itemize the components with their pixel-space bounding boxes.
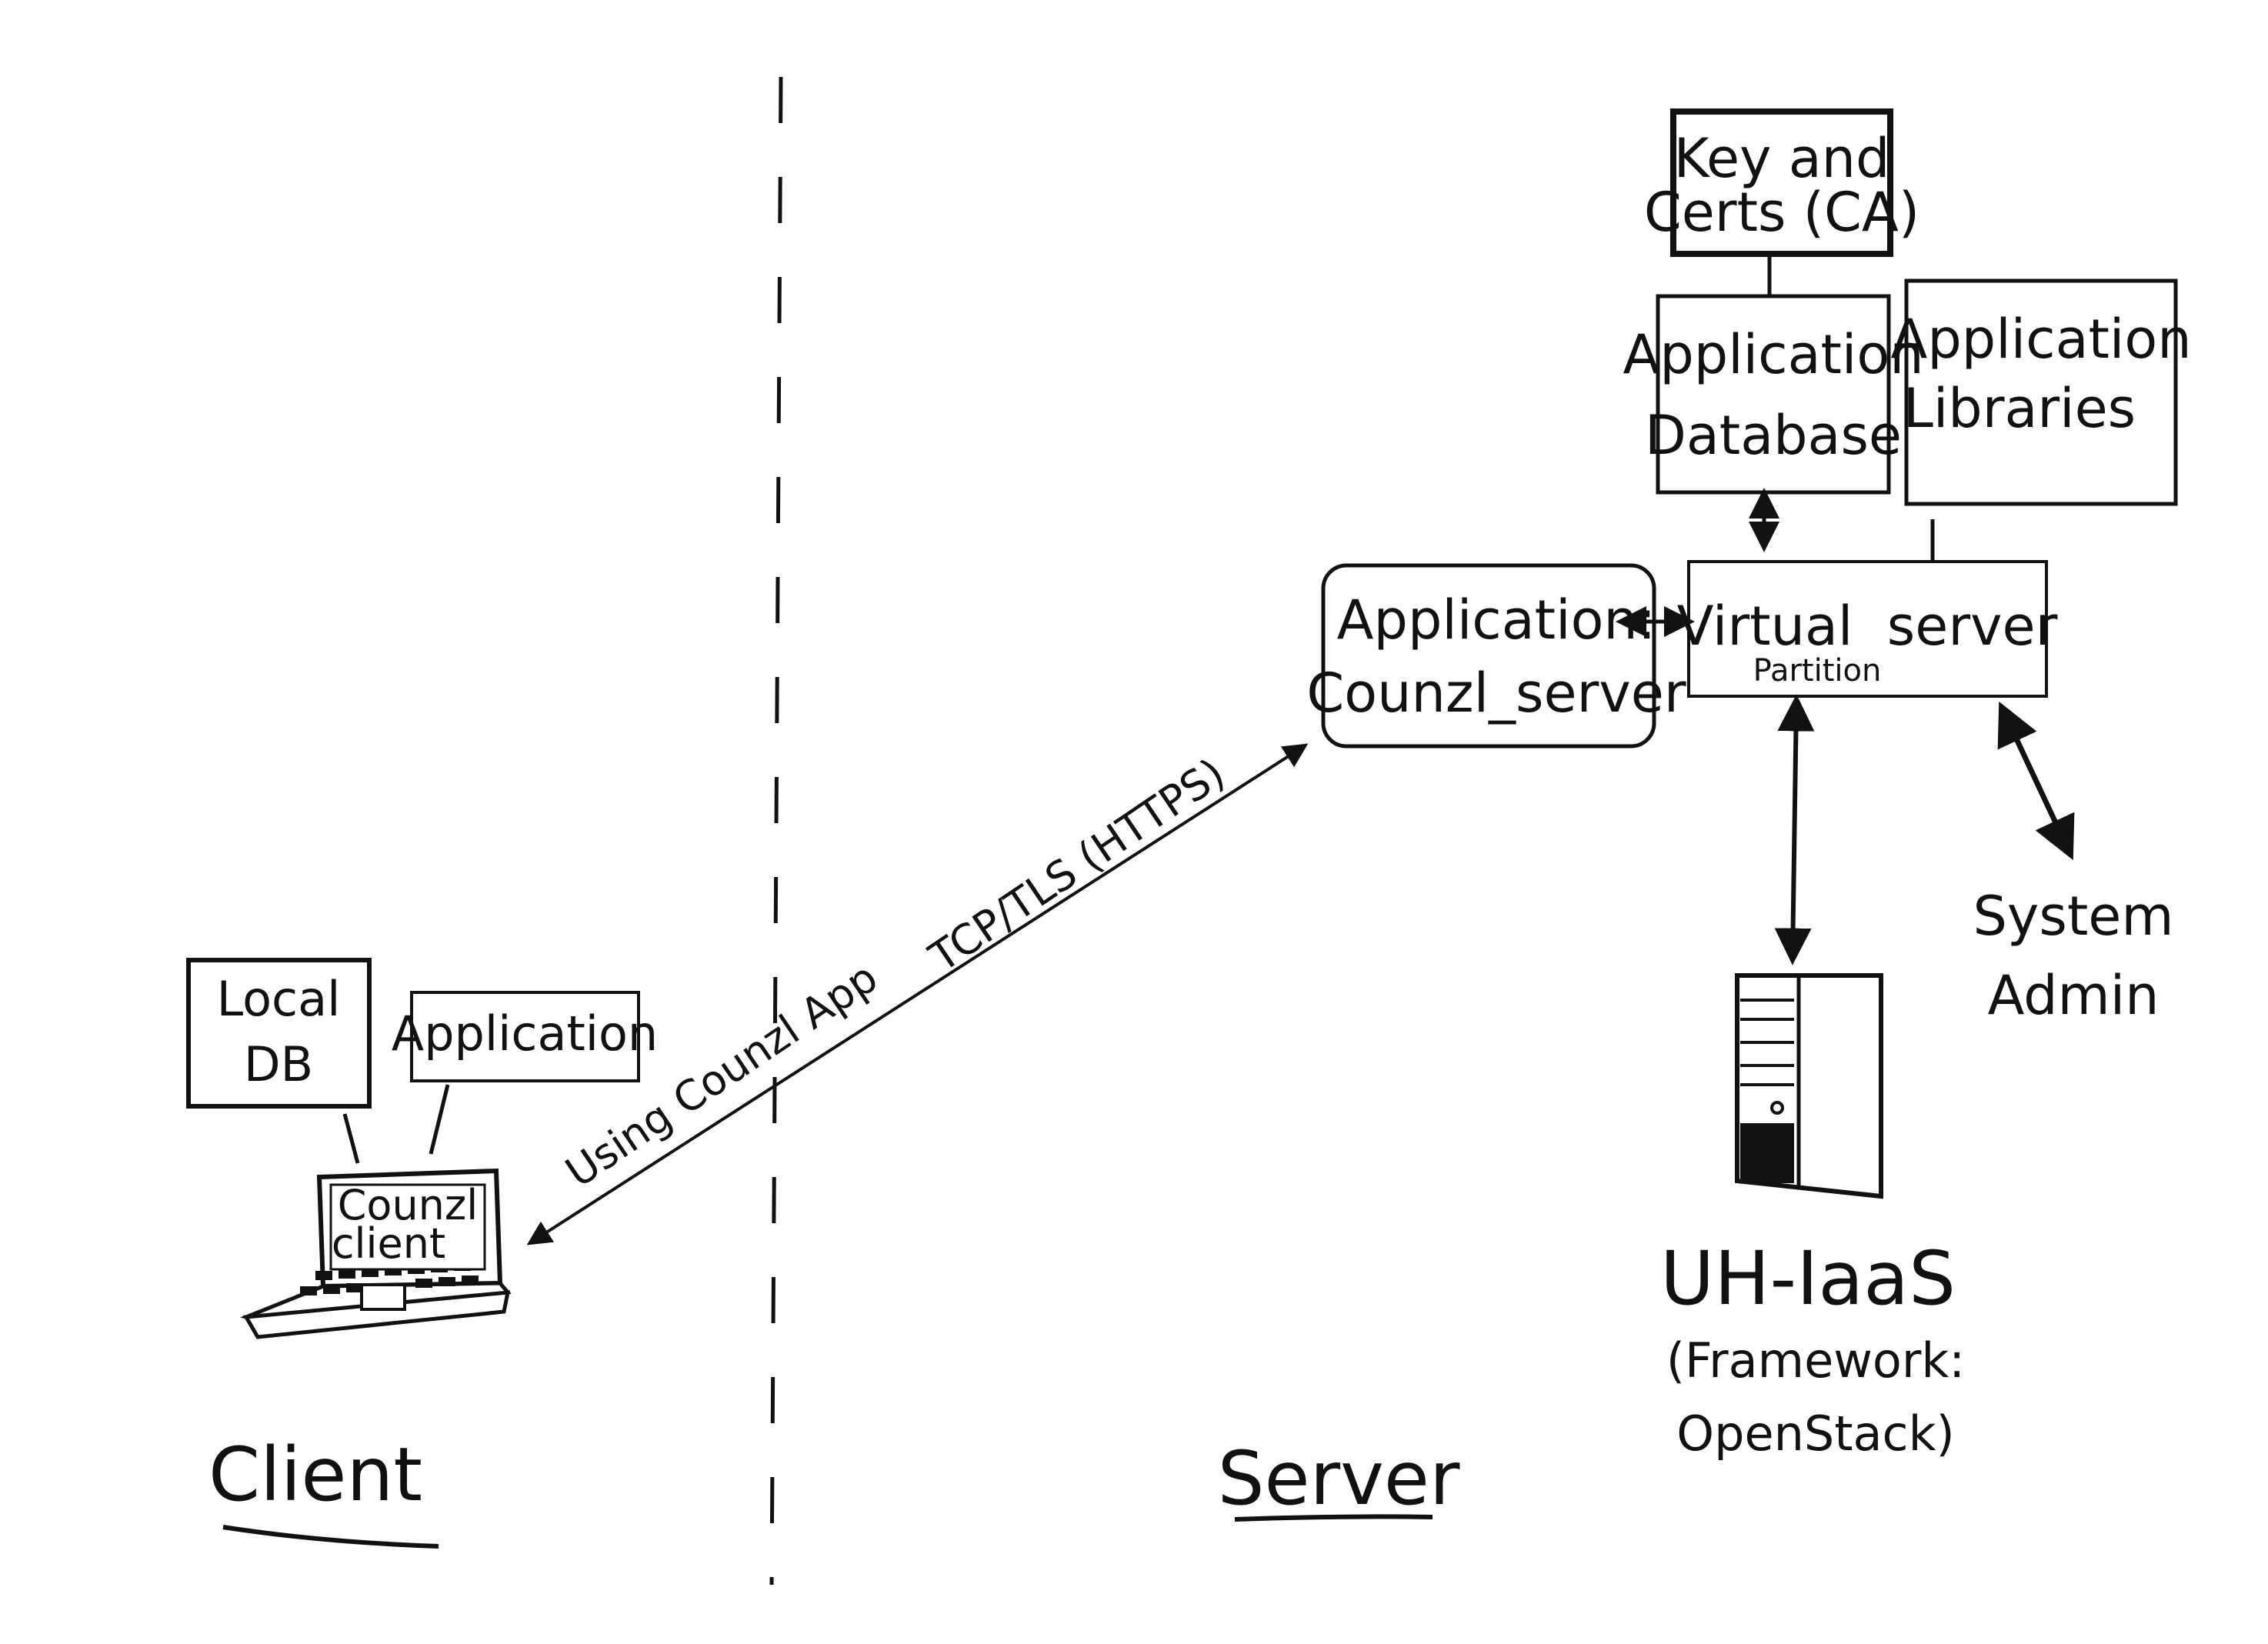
db-laptop-link xyxy=(342,1113,360,1164)
client-application-box: Application xyxy=(392,991,658,1082)
app-libraries-label-line2: Libraries xyxy=(1903,377,2136,440)
server-label-underline xyxy=(1234,1514,1433,1522)
server-tower-icon xyxy=(1735,973,1883,1199)
partition-label: Partition xyxy=(1753,653,1882,689)
app-database-label-line2: Database xyxy=(1645,404,1902,467)
client-label-underline xyxy=(222,1525,439,1549)
client-section-label: Client xyxy=(208,1432,422,1518)
client-server-divider xyxy=(769,76,783,1586)
system-admin-label-line1: System xyxy=(1973,885,2173,948)
system-admin-label-line2: Admin xyxy=(1987,964,2159,1027)
laptop-touchpad xyxy=(360,1283,406,1311)
iaas-framework-line1: (Framework: xyxy=(1666,1332,1965,1389)
server-section-label: Server xyxy=(1218,1436,1460,1522)
virtual-server-iaas-link xyxy=(1774,694,1815,965)
app-database-label-line1: Application xyxy=(1623,323,1923,386)
key-certs-label-line1: Key and xyxy=(1674,127,1890,190)
tower-vent-grille xyxy=(1740,1123,1794,1183)
application-database-box: Application Database xyxy=(1623,294,1924,495)
app-server-label-line2: Counzl_server xyxy=(1306,662,1686,725)
iaas-title: UH-IaaS xyxy=(1660,1236,1956,1322)
key-certs-label-line2: Certs (CA) xyxy=(1644,181,1919,244)
laptop-screen-label-line1: Counzl xyxy=(338,1181,479,1229)
drive-bays xyxy=(1740,999,1794,1086)
laptop-screen-label-line2: client xyxy=(332,1219,445,1268)
power-led xyxy=(1770,1101,1784,1115)
client-application-label: Application xyxy=(392,1005,658,1062)
local-db-label-line1: Local xyxy=(217,971,341,1027)
application-server-box: Application: Counzl_server xyxy=(1306,563,1686,749)
key-certs-box: Key and Certs (CA) xyxy=(1644,108,1919,257)
local-db-label-line2: DB xyxy=(244,1036,313,1092)
virtual-server-label: Virtual server xyxy=(1677,595,2058,658)
local-db-box: Local DB xyxy=(186,958,372,1109)
protocol-label: TCP/TLS (HTTPS) xyxy=(920,749,1233,982)
iaas-framework-line2: OpenStack) xyxy=(1676,1406,1954,1462)
application-libraries-box: Application Libraries xyxy=(1890,278,2192,506)
laptop-screen-label: Counzl client xyxy=(329,1181,486,1271)
virtual-server-box: Virtual server Partition xyxy=(1677,560,2058,698)
using-app-label: Using Counzl App xyxy=(557,953,886,1197)
app-laptop-link xyxy=(429,1084,450,1155)
virtual-server-admin-link xyxy=(1997,701,2075,861)
app-server-label-line1: Application: xyxy=(1337,589,1656,652)
app-libraries-label-line1: Application xyxy=(1890,308,2191,371)
client-server-connection xyxy=(526,743,1309,1246)
